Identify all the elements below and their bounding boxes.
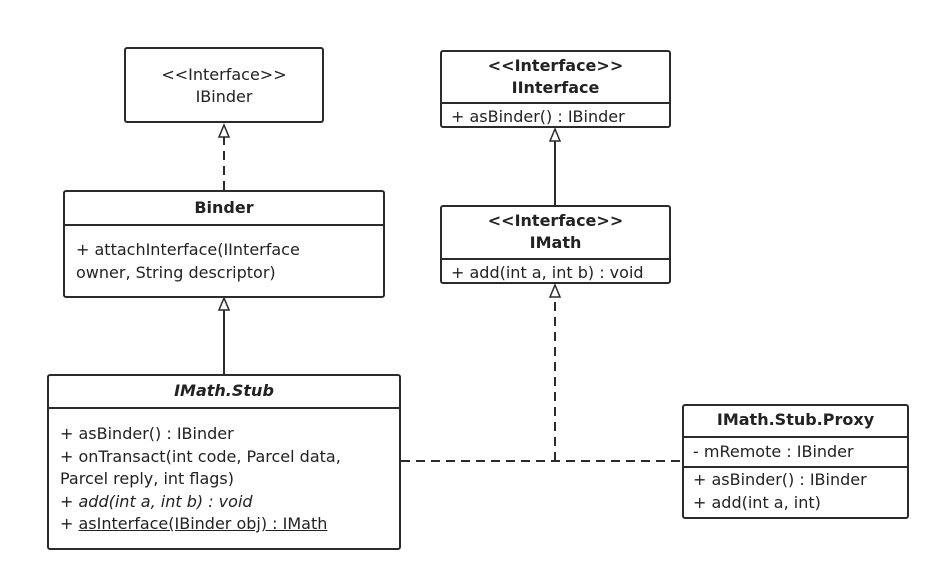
ibinder-header: <<Interface>> IBinder [126, 49, 322, 108]
imath-name: IMath [529, 233, 582, 252]
proxy-method-line: + asBinder() : IBinder [693, 470, 867, 489]
stub-static-method-prefix: + [60, 514, 79, 533]
ibinder-stereotype: <<Interface>> [161, 65, 287, 84]
binder-class: Binder + attachInterface(IInterface owne… [63, 190, 385, 298]
stub-static-method-signature: asInterface(IBinder obj) : IMath [78, 514, 328, 533]
imath-extends-iinterface-arrowhead [548, 127, 562, 142]
stub-method-line: + asBinder() : IBinder [60, 424, 234, 443]
proxy-class: IMath.Stub.Proxy - mRemote : IBinder + a… [682, 404, 909, 519]
iinterface-class: <<Interface>> IInterface + asBinder() : … [440, 50, 671, 128]
iinterface-name: IInterface [511, 78, 600, 97]
binder-method-line: + attachInterface(IInterface [76, 240, 300, 259]
ibinder-class: <<Interface>> IBinder [124, 47, 324, 123]
stub-static-method-line: + asInterface(IBinder obj) : IMath [60, 513, 399, 536]
proxy-name: IMath.Stub.Proxy [716, 410, 875, 429]
proxy-header: IMath.Stub.Proxy [684, 406, 907, 436]
binder-method-line: owner, String descriptor) [76, 262, 276, 282]
iinterface-method-line: + asBinder() : IBinder [451, 107, 625, 126]
stub-name: IMath.Stub [174, 381, 274, 400]
stub-method-line: Parcel reply, int flags) [60, 469, 235, 488]
proxy-methods: + asBinder() : IBinder + add(int a, int) [684, 466, 907, 514]
iinterface-header: <<Interface>> IInterface [442, 52, 669, 102]
ibinder-name: IBinder [195, 87, 253, 106]
iinterface-stereotype: <<Interface>> [487, 56, 624, 75]
proxy-method-line: + add(int a, int) [693, 492, 821, 512]
stub-methods: + asBinder() : IBinder + onTransact(int … [49, 407, 399, 536]
imath-header: <<Interface>> IMath [442, 207, 669, 258]
stub-abstract-method-line: + add(int a, int b) : void [60, 491, 253, 511]
iinterface-methods: + asBinder() : IBinder [442, 102, 669, 129]
imath-methods: + add(int a, int b) : void [442, 258, 669, 285]
imath-class: <<Interface>> IMath + add(int a, int b) … [440, 205, 671, 284]
imath-method-line: + add(int a, int b) : void [451, 263, 644, 282]
realizes-imath-arrowhead [548, 283, 562, 298]
stub-class: IMath.Stub + asBinder() : IBinder + onTr… [47, 374, 401, 550]
binder-name: Binder [194, 198, 254, 217]
proxy-field-line: - mRemote : IBinder [693, 442, 854, 461]
proxy-fields: - mRemote : IBinder [684, 436, 907, 466]
imath-stereotype: <<Interface>> [487, 211, 624, 230]
binder-methods: + attachInterface(IInterface owner, Stri… [65, 224, 383, 284]
binder-realizes-ibinder-arrowhead [217, 123, 231, 138]
stub-extends-binder-arrowhead [217, 296, 231, 311]
stub-header: IMath.Stub [49, 376, 399, 407]
stub-method-line: + onTransact(int code, Parcel data, [60, 446, 341, 466]
binder-header: Binder [65, 192, 383, 224]
